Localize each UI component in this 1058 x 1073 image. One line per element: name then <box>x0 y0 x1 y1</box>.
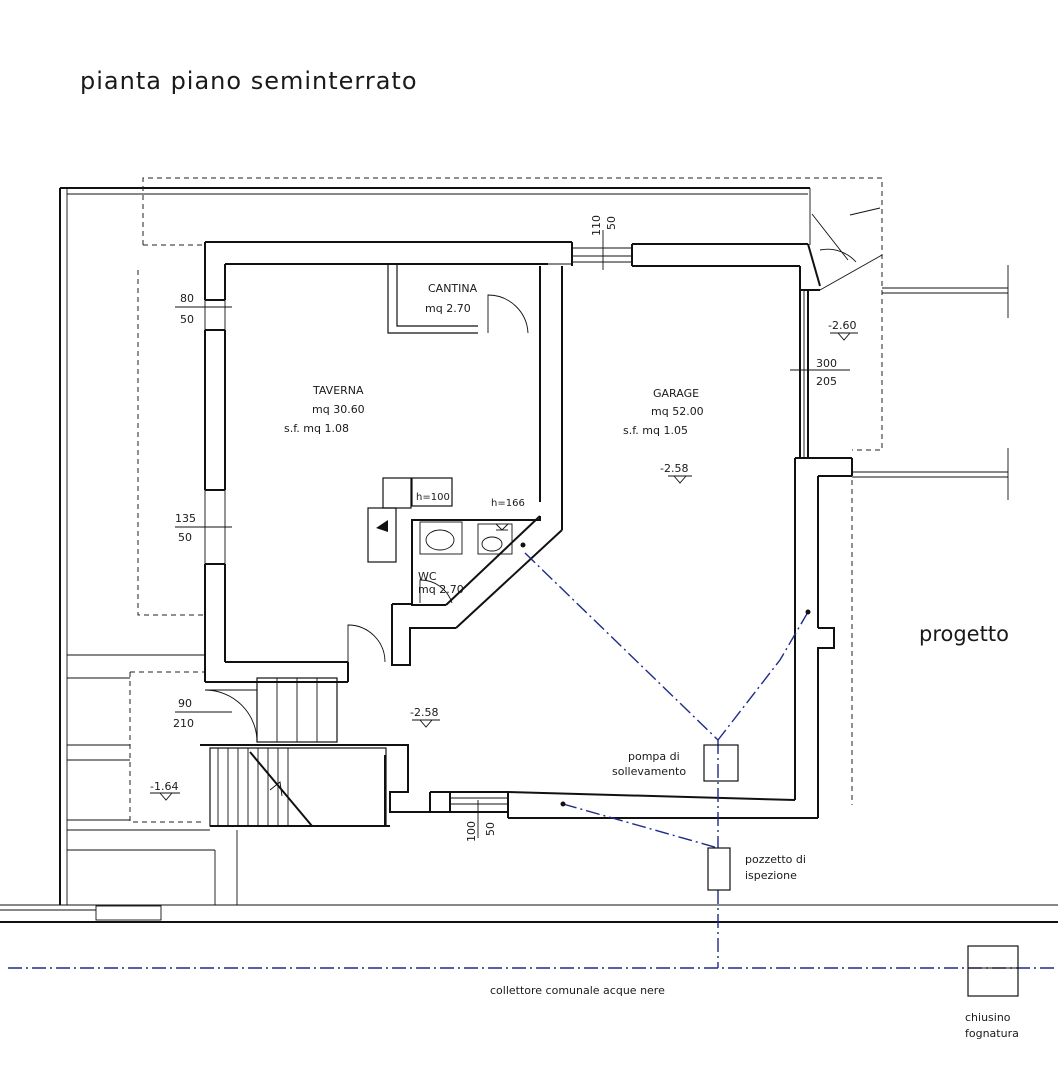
taverna-area: mq 30.60 <box>312 403 365 416</box>
pump-label-2: sollevamento <box>612 765 686 778</box>
dim-win1-height: 50 <box>180 313 194 326</box>
manhole-label-1: chiusino <box>965 1011 1011 1024</box>
garage-name: GARAGE <box>653 387 699 400</box>
sewer-label: collettore comunale acque nere <box>490 984 665 997</box>
height-label-1: h=100 <box>416 492 450 503</box>
pump-box <box>703 744 739 782</box>
stairs <box>209 677 390 827</box>
dim-garage-width: 300 <box>816 357 837 370</box>
cantina-area: mq 2.70 <box>425 302 471 315</box>
exterior-walls <box>200 241 853 819</box>
garage-sf: s.f. mq 1.05 <box>623 424 688 437</box>
manhole-box <box>967 945 1019 997</box>
cantina-name: CANTINA <box>428 282 478 295</box>
dim-door-height: 210 <box>173 717 194 730</box>
plan-title: pianta piano seminterrato <box>80 67 418 95</box>
level-ramp: -2.60 <box>828 319 856 332</box>
interior-walls <box>367 263 572 666</box>
pump-label-1: pompa di <box>628 750 680 763</box>
doors <box>204 213 857 743</box>
wc-name: WC <box>418 570 437 583</box>
inspection-label-2: ispezione <box>745 869 797 882</box>
dim-top-width: 110 <box>590 215 603 236</box>
dim-win2-height: 50 <box>178 531 192 544</box>
dim-top-height: 50 <box>605 216 618 230</box>
taverna-name: TAVERNA <box>312 384 364 397</box>
garage-area: mq 52.00 <box>651 405 704 418</box>
wc-area: mq 2.70 <box>418 583 464 596</box>
level-markers <box>150 332 858 801</box>
inspection-box <box>707 847 731 891</box>
dimension-lines <box>175 230 850 838</box>
level-garage: -2.58 <box>660 462 688 475</box>
taverna-sf: s.f. mq 1.08 <box>284 422 349 435</box>
dim-win1-width: 80 <box>180 292 194 305</box>
level-stair: -1.64 <box>150 780 178 793</box>
dim-door-width: 90 <box>178 697 192 710</box>
dim-win2-width: 135 <box>175 512 196 525</box>
dim-bottom-width: 100 <box>465 821 478 842</box>
exterior-lines <box>0 207 1058 923</box>
sewer-pipes <box>8 552 1058 969</box>
upper-floor-outline <box>129 177 883 823</box>
manhole-label-2: fognatura <box>965 1027 1019 1040</box>
project-label: progetto <box>919 622 1009 646</box>
level-hall: -2.58 <box>410 706 438 719</box>
dim-bottom-height: 50 <box>484 822 497 836</box>
height-label-2: h=166 <box>491 498 525 509</box>
inspection-label-1: pozzetto di <box>745 853 806 866</box>
dim-garage-height: 205 <box>816 375 837 388</box>
property-boundary <box>59 187 811 905</box>
